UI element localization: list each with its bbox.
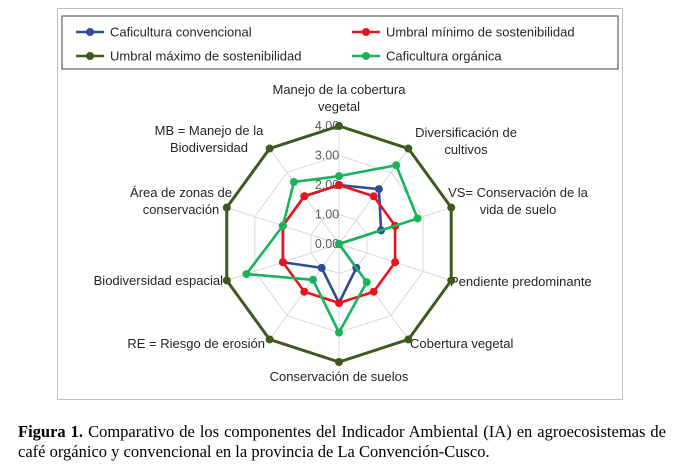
data-point: [222, 276, 231, 285]
legend-item: Umbral máximo de sostenibilidad: [76, 49, 301, 64]
data-point: [447, 276, 456, 285]
data-point: [404, 335, 413, 344]
data-point: [265, 144, 274, 153]
data-point: [335, 122, 343, 130]
data-point: [222, 203, 231, 212]
data-point: [317, 263, 326, 272]
axis-label: RE = Riesgo de erosión: [127, 336, 265, 351]
legend: Caficultura convencional Umbral mínimo de…: [61, 15, 619, 70]
radial-tick-labels: 0.00 1.00 2.00 3.00 4.00: [315, 119, 339, 251]
legend-label: Umbral mínimo de sostenibilidad: [386, 25, 575, 40]
legend-swatch-marker: [362, 28, 370, 36]
data-point: [335, 172, 343, 181]
axis-label: Cobertura vegetal: [410, 336, 513, 351]
series-3: [222, 122, 456, 366]
data-point: [308, 275, 317, 284]
data-point: [369, 287, 378, 296]
legend-item: Caficultura orgánica: [352, 49, 502, 64]
data-point: [391, 258, 400, 267]
axis-label: Biodiversidad espacial: [94, 273, 223, 288]
data-point: [374, 185, 383, 194]
tick-label: 0.00: [315, 237, 339, 251]
data-point: [335, 358, 343, 366]
data-point: [369, 192, 378, 201]
axis-label: Pendiente predominante: [450, 274, 592, 289]
series-4: [242, 161, 422, 337]
figure-caption: Figura 1. Comparativo de los componentes…: [18, 422, 666, 462]
data-point: [300, 287, 309, 296]
tick-label: 3.00: [315, 149, 339, 163]
legend-swatch-marker: [86, 52, 94, 60]
data-point: [447, 203, 456, 212]
tick-label: 2.00: [315, 178, 339, 192]
legend-label: Caficultura orgánica: [386, 49, 502, 64]
data-point: [392, 161, 401, 170]
data-point: [242, 270, 251, 279]
data-point: [335, 181, 343, 189]
legend-label: Umbral máximo de sostenibilidad: [110, 49, 301, 64]
data-point: [335, 240, 343, 248]
data-point: [413, 214, 422, 223]
data-point: [404, 144, 413, 153]
caption-label: Figura 1.: [18, 422, 84, 441]
legend-item: Caficultura convencional: [76, 25, 252, 40]
legend-swatch-marker: [362, 52, 370, 60]
data-point: [362, 278, 371, 287]
legend-swatch-marker: [86, 28, 94, 36]
data-point: [335, 328, 343, 337]
data-point: [278, 221, 287, 230]
data-series: [222, 122, 456, 366]
data-point: [300, 192, 309, 201]
legend-item: Umbral mínimo de sostenibilidad: [352, 25, 575, 40]
data-point: [278, 258, 287, 267]
chart-frame: Caficultura convencional Umbral mínimo de…: [57, 8, 623, 400]
data-point: [265, 335, 274, 344]
data-point: [335, 299, 343, 307]
radar-chart: Caficultura convencional Umbral mínimo de…: [61, 15, 619, 384]
tick-label: 1.00: [315, 208, 339, 222]
tick-label: 4.00: [315, 119, 339, 133]
legend-label: Caficultura convencional: [110, 25, 252, 40]
legend-box: [61, 15, 619, 70]
caption-text: Comparativo de los componentes del Indic…: [18, 422, 666, 461]
data-point: [289, 177, 298, 186]
axis-label: Conservación de suelos: [270, 369, 409, 384]
